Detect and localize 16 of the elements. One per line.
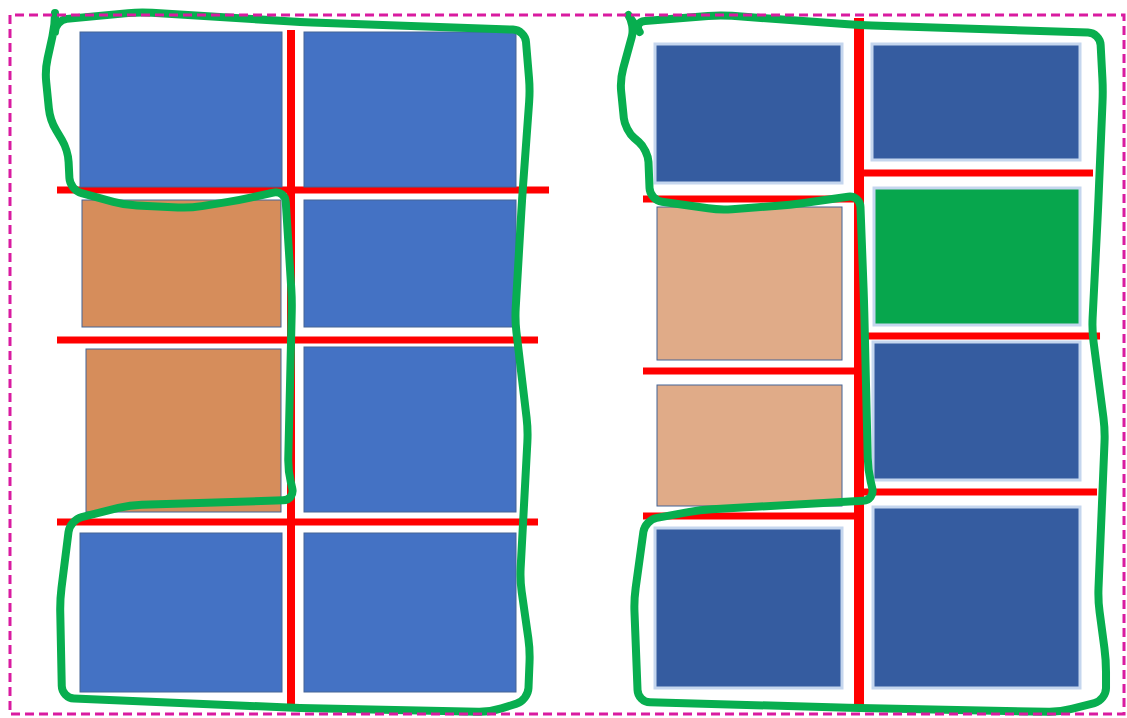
panel-rectangle (81, 199, 282, 328)
panel-rectangle (872, 186, 1082, 327)
panel-rectangle (656, 206, 843, 361)
panel-rectangle (303, 199, 517, 328)
panel-rectangle (79, 532, 283, 693)
panel-rectangle (871, 340, 1082, 482)
panel-rectangle (871, 505, 1082, 690)
panel-rectangle (653, 42, 844, 185)
panel-rectangle (870, 42, 1082, 162)
panel-rectangle (79, 31, 283, 188)
panel-rectangle (303, 346, 517, 513)
panel-rectangle (656, 384, 843, 507)
panel-rectangle (85, 348, 282, 513)
panel-rectangle (303, 532, 517, 693)
panel-rectangle (303, 31, 517, 188)
panel-rectangle (653, 526, 844, 690)
